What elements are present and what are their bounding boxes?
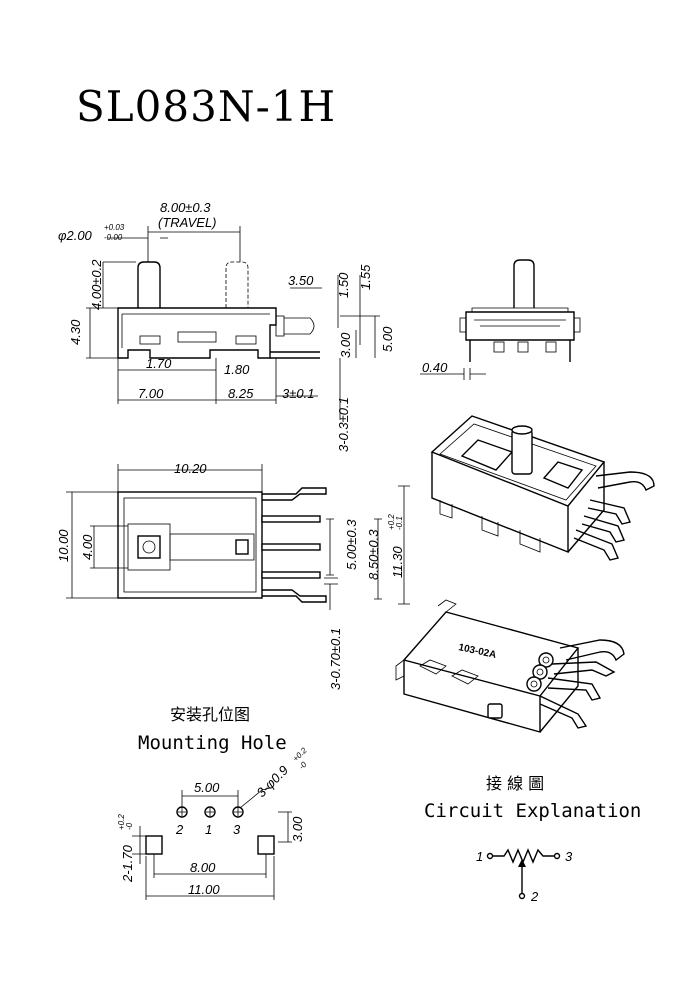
dim-0-40: 0.40	[422, 360, 448, 375]
hole-pitch-dim: 5.00	[194, 780, 220, 795]
hole-label-3: 3	[233, 822, 241, 837]
hole-tol-minus: -0	[297, 760, 309, 772]
circuit-caption-cn: 接 線 圖	[486, 774, 544, 793]
dim-8-25: 8.25	[228, 386, 254, 401]
dim-1-70: 1.70	[146, 356, 172, 371]
dim-5-00-top: 5.00±0.3	[344, 519, 359, 570]
stem-dia-dim: φ2.00	[58, 228, 93, 243]
dim-11-30-tol-plus: +0.2	[387, 514, 396, 530]
side-view	[86, 226, 380, 420]
iso-view-top	[430, 415, 655, 561]
hole-offset-dim: 3.00	[290, 816, 305, 842]
circuit-caption: Circuit Explanation	[424, 800, 641, 822]
page-title: SL083N-1H	[76, 82, 337, 131]
pin-dim: 3-0.3±0.1	[336, 397, 351, 452]
terminal-2-label: 2	[530, 889, 539, 904]
stem-dia-tol-plus: +0.03	[104, 223, 125, 232]
travel-note: (TRAVEL)	[158, 215, 217, 230]
mounting-hole-pattern	[132, 787, 292, 900]
terminal-1-label: 1	[476, 849, 483, 864]
dim-10-20: 10.20	[174, 461, 207, 476]
hole-spec: 3-φ0.9	[254, 763, 292, 801]
slot-tol-minus: -0	[125, 822, 134, 830]
dim-1-55: 1.55	[358, 264, 373, 290]
hole-label-1: 1	[205, 822, 212, 837]
dim-11-30: 11.30	[390, 546, 405, 578]
dim-3-00: 3.00	[338, 332, 353, 358]
slot-pitch-dim: 8.00	[190, 860, 216, 875]
dim-8-50: 8.50±0.3	[366, 529, 381, 580]
dim-4-00: 4.00	[80, 534, 95, 560]
dim-1-50: 1.50	[336, 272, 351, 298]
mounting-caption-cn: 安装孔位图	[170, 705, 250, 724]
terminal-3-label: 3	[565, 849, 573, 864]
travel-dim: 8.00±0.3	[160, 200, 211, 215]
slot-spec: 2-1.70	[120, 844, 135, 883]
pin-width-dim: 3-0.70±0.1	[328, 628, 343, 690]
dim-3-50: 3.50	[288, 273, 314, 288]
mounting-caption: Mounting Hole	[138, 732, 287, 754]
slot-tol-plus: +0.2	[117, 814, 126, 830]
iso-view-bottom	[395, 599, 625, 733]
stem-dia-tol-minus: -0.00	[104, 233, 123, 242]
hole-label-2: 2	[175, 822, 184, 837]
dim-1-80: 1.80	[224, 362, 250, 377]
dim-5-00: 5.00	[380, 326, 395, 352]
end-view	[420, 259, 581, 380]
dim-3-01: 3±0.1	[282, 386, 314, 401]
body-height-dim: 4.30	[68, 319, 83, 345]
dim-7-00: 7.00	[138, 386, 164, 401]
dim-10-00: 10.00	[56, 529, 71, 562]
stem-height-dim: 4.00±0.2	[89, 259, 104, 310]
top-view	[66, 464, 410, 610]
part-marking: 103-02A	[457, 642, 497, 661]
overall-width-dim: 11.00	[188, 882, 220, 897]
dim-11-30-tol-minus: -0.1	[395, 516, 404, 530]
potentiometer-symbol	[486, 848, 561, 900]
